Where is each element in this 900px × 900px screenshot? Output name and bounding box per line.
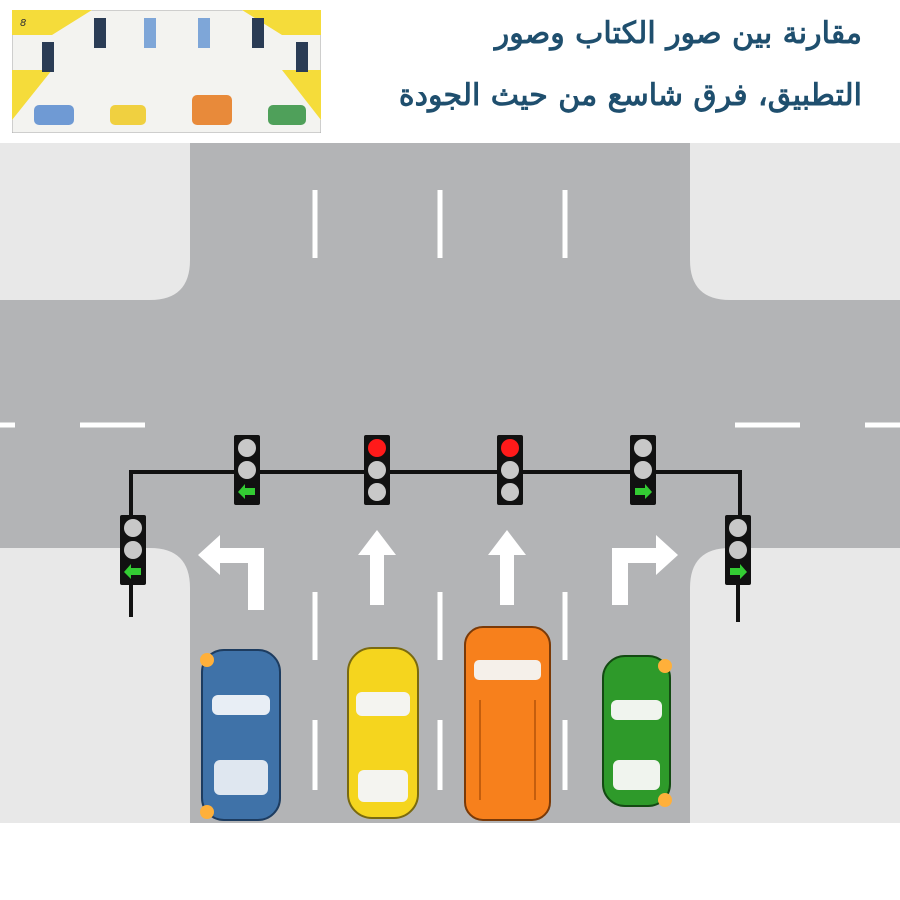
traffic-light-far-left — [120, 515, 146, 585]
green-left-arrow-icon — [238, 484, 255, 499]
traffic-light-right — [630, 435, 656, 505]
signal-lamp — [634, 461, 652, 479]
signal-lamp — [501, 483, 519, 501]
signal-lamp — [124, 519, 142, 537]
signal-lamp — [124, 541, 142, 559]
caption-line-1: مقارنة بين صور الكتاب وصور — [494, 16, 862, 51]
intersection-illustration — [0, 143, 900, 823]
thumb-yellow-car — [110, 105, 146, 125]
signal-lamp — [729, 541, 747, 559]
yellow-car — [347, 647, 419, 819]
traffic-light-left — [234, 435, 260, 505]
turn-signal-icon — [658, 659, 672, 673]
straight-arrow-1 — [358, 530, 396, 605]
signal-lamp — [238, 439, 256, 457]
signal-lamp — [634, 439, 652, 457]
orange-van — [464, 626, 551, 821]
turn-signal-icon — [200, 805, 214, 819]
textbook-thumbnail: 8 — [12, 10, 321, 133]
left-turn-arrow — [198, 535, 264, 610]
signal-lamp — [368, 461, 386, 479]
traffic-light-far-right — [725, 515, 751, 585]
thumb-orange-car — [192, 95, 232, 125]
signal-gantry — [129, 470, 742, 622]
signal-lamp — [368, 483, 386, 501]
green-car — [602, 655, 672, 807]
signal-lamp — [238, 461, 256, 479]
turn-signal-icon — [658, 793, 672, 807]
signal-lamp — [368, 439, 386, 457]
traffic-light-center-left — [364, 435, 390, 505]
caption-line-2: التطبيق، فرق شاسع من حيث الجودة — [398, 78, 862, 113]
traffic-light-center-right — [497, 435, 523, 505]
thumb-green-car — [268, 105, 306, 125]
signal-lamp — [501, 439, 519, 457]
turn-signal-icon — [200, 653, 214, 667]
green-right-arrow-icon — [730, 564, 747, 579]
signal-lamp — [729, 519, 747, 537]
straight-arrow-2 — [488, 530, 526, 605]
thumb-blue-car — [34, 105, 74, 125]
right-turn-arrow — [612, 535, 678, 605]
green-left-arrow-icon — [124, 564, 141, 579]
lane-markings — [0, 190, 900, 790]
signal-lamp — [501, 461, 519, 479]
blue-car — [200, 649, 281, 821]
thumbnail-page-number: 8 — [20, 18, 26, 29]
green-right-arrow-icon — [635, 484, 652, 499]
